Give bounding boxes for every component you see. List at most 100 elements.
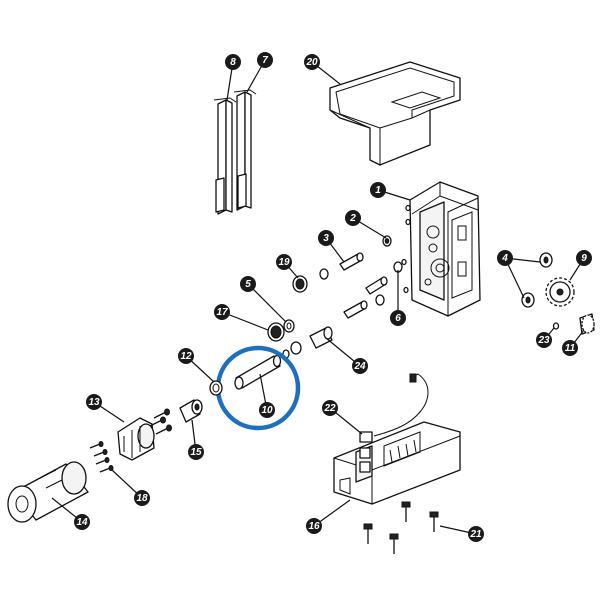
shaft-part-10 [234,354,282,390]
callout-number: 21 [469,529,482,540]
tray-part-20 [329,61,461,166]
callout-15[interactable]: 15 [188,444,204,460]
highlight-circle [215,345,301,431]
callout-badge-circle [318,230,334,246]
screws-set [89,408,172,473]
leader-lines [51,59,585,535]
callout-badge-circle [259,402,275,418]
tray-part-16 [333,421,461,505]
callout-badge-circle [86,394,102,410]
callout-10[interactable]: 10 [259,402,275,418]
callout-6[interactable]: 6 [390,310,406,326]
callout-badge-circle [536,332,552,348]
pins-near-housing [319,204,411,319]
pin-part-23 [552,322,560,330]
callout-11[interactable]: 11 [562,340,578,356]
rail-part-8 [213,97,237,215]
motor-part-14 [7,461,89,523]
callout-badge-circle [345,210,361,226]
screws-part-21 [363,501,439,554]
gear-part-17 [267,322,285,342]
callout-badge-circle [390,310,406,326]
callout-7[interactable]: 7 [257,52,273,68]
callout-number: 15 [190,447,202,458]
callout-number: 6 [395,313,401,324]
callout-number: 18 [136,493,148,504]
callout-12[interactable]: 12 [178,348,194,364]
callout-number: 11 [565,343,576,354]
callout-2[interactable]: 2 [345,210,361,226]
callout-number: 12 [180,351,192,362]
callout-5[interactable]: 5 [240,276,256,292]
coupler-part-15 [179,399,203,423]
callout-badge-circle [178,348,194,364]
leader-line-5 [247,283,287,323]
sprocket-part-9 [545,277,575,307]
callout-3[interactable]: 3 [318,230,334,246]
leader-line-17 [221,311,269,331]
gear-part-19 [292,275,308,293]
callout-badge-circle [304,54,320,70]
sleeve-part-24 [282,326,333,359]
callout-number: 23 [537,335,550,346]
callout-number: 16 [308,521,320,532]
bushing-part-5 [283,319,295,333]
callout-number: 22 [323,403,336,414]
callout-16[interactable]: 16 [306,518,322,534]
callout-badge-circle [240,276,256,292]
washer-part-12 [209,380,223,396]
callout-badge-circle [188,444,204,460]
callout-badge-circle [468,526,484,542]
callout-badge-circle [214,304,230,320]
callout-badge-circle [276,254,292,270]
callout-number: 19 [278,257,290,268]
callout-badge-circle [576,250,592,266]
callout-24[interactable]: 24 [352,358,368,374]
gear-part-4 [521,252,553,308]
rail-part-7 [233,89,257,211]
callout-number: 9 [581,253,587,264]
callout-number: 3 [323,233,329,244]
callout-badge-circle [74,514,90,530]
callout-number: 10 [261,405,273,416]
callout-badge-circle [306,518,322,534]
callout-number: 8 [230,57,236,68]
callout-23[interactable]: 23 [536,332,552,348]
callout-badge-circle [134,490,150,506]
callout-22[interactable]: 22 [322,400,338,416]
callout-badge-circle [497,250,513,266]
callout-number: 13 [88,397,100,408]
callout-badge-circle [370,182,386,198]
pin-part-3 [339,252,364,271]
callout-20[interactable]: 20 [304,54,320,70]
callout-number: 14 [76,517,88,528]
callout-number: 20 [305,57,318,68]
callout-number: 1 [375,185,381,196]
callout-9[interactable]: 9 [576,250,592,266]
pinion-part-11 [579,313,595,335]
callout-badge-circle [322,400,338,416]
cable-part-22 [359,373,429,443]
callout-badge-circle [562,340,578,356]
callout-18[interactable]: 18 [134,490,150,506]
callout-4[interactable]: 4 [497,250,513,266]
callout-14[interactable]: 14 [74,514,90,530]
callout-number: 24 [353,361,366,372]
callout-number: 2 [349,213,356,224]
callout-19[interactable]: 19 [276,254,292,270]
callout-badge-circle [352,358,368,374]
callout-number: 4 [501,253,508,264]
callout-13[interactable]: 13 [86,394,102,410]
callout-number: 5 [245,279,251,290]
mount-part-13 [117,417,155,461]
callout-number: 7 [262,55,268,66]
callout-17[interactable]: 17 [214,304,230,320]
housing-part-1 [409,181,481,317]
callout-badge-circle [225,54,241,70]
callout-21[interactable]: 21 [468,526,484,542]
callout-badge-circle [257,52,273,68]
callout-1[interactable]: 1 [370,182,386,198]
callout-8[interactable]: 8 [225,54,241,70]
